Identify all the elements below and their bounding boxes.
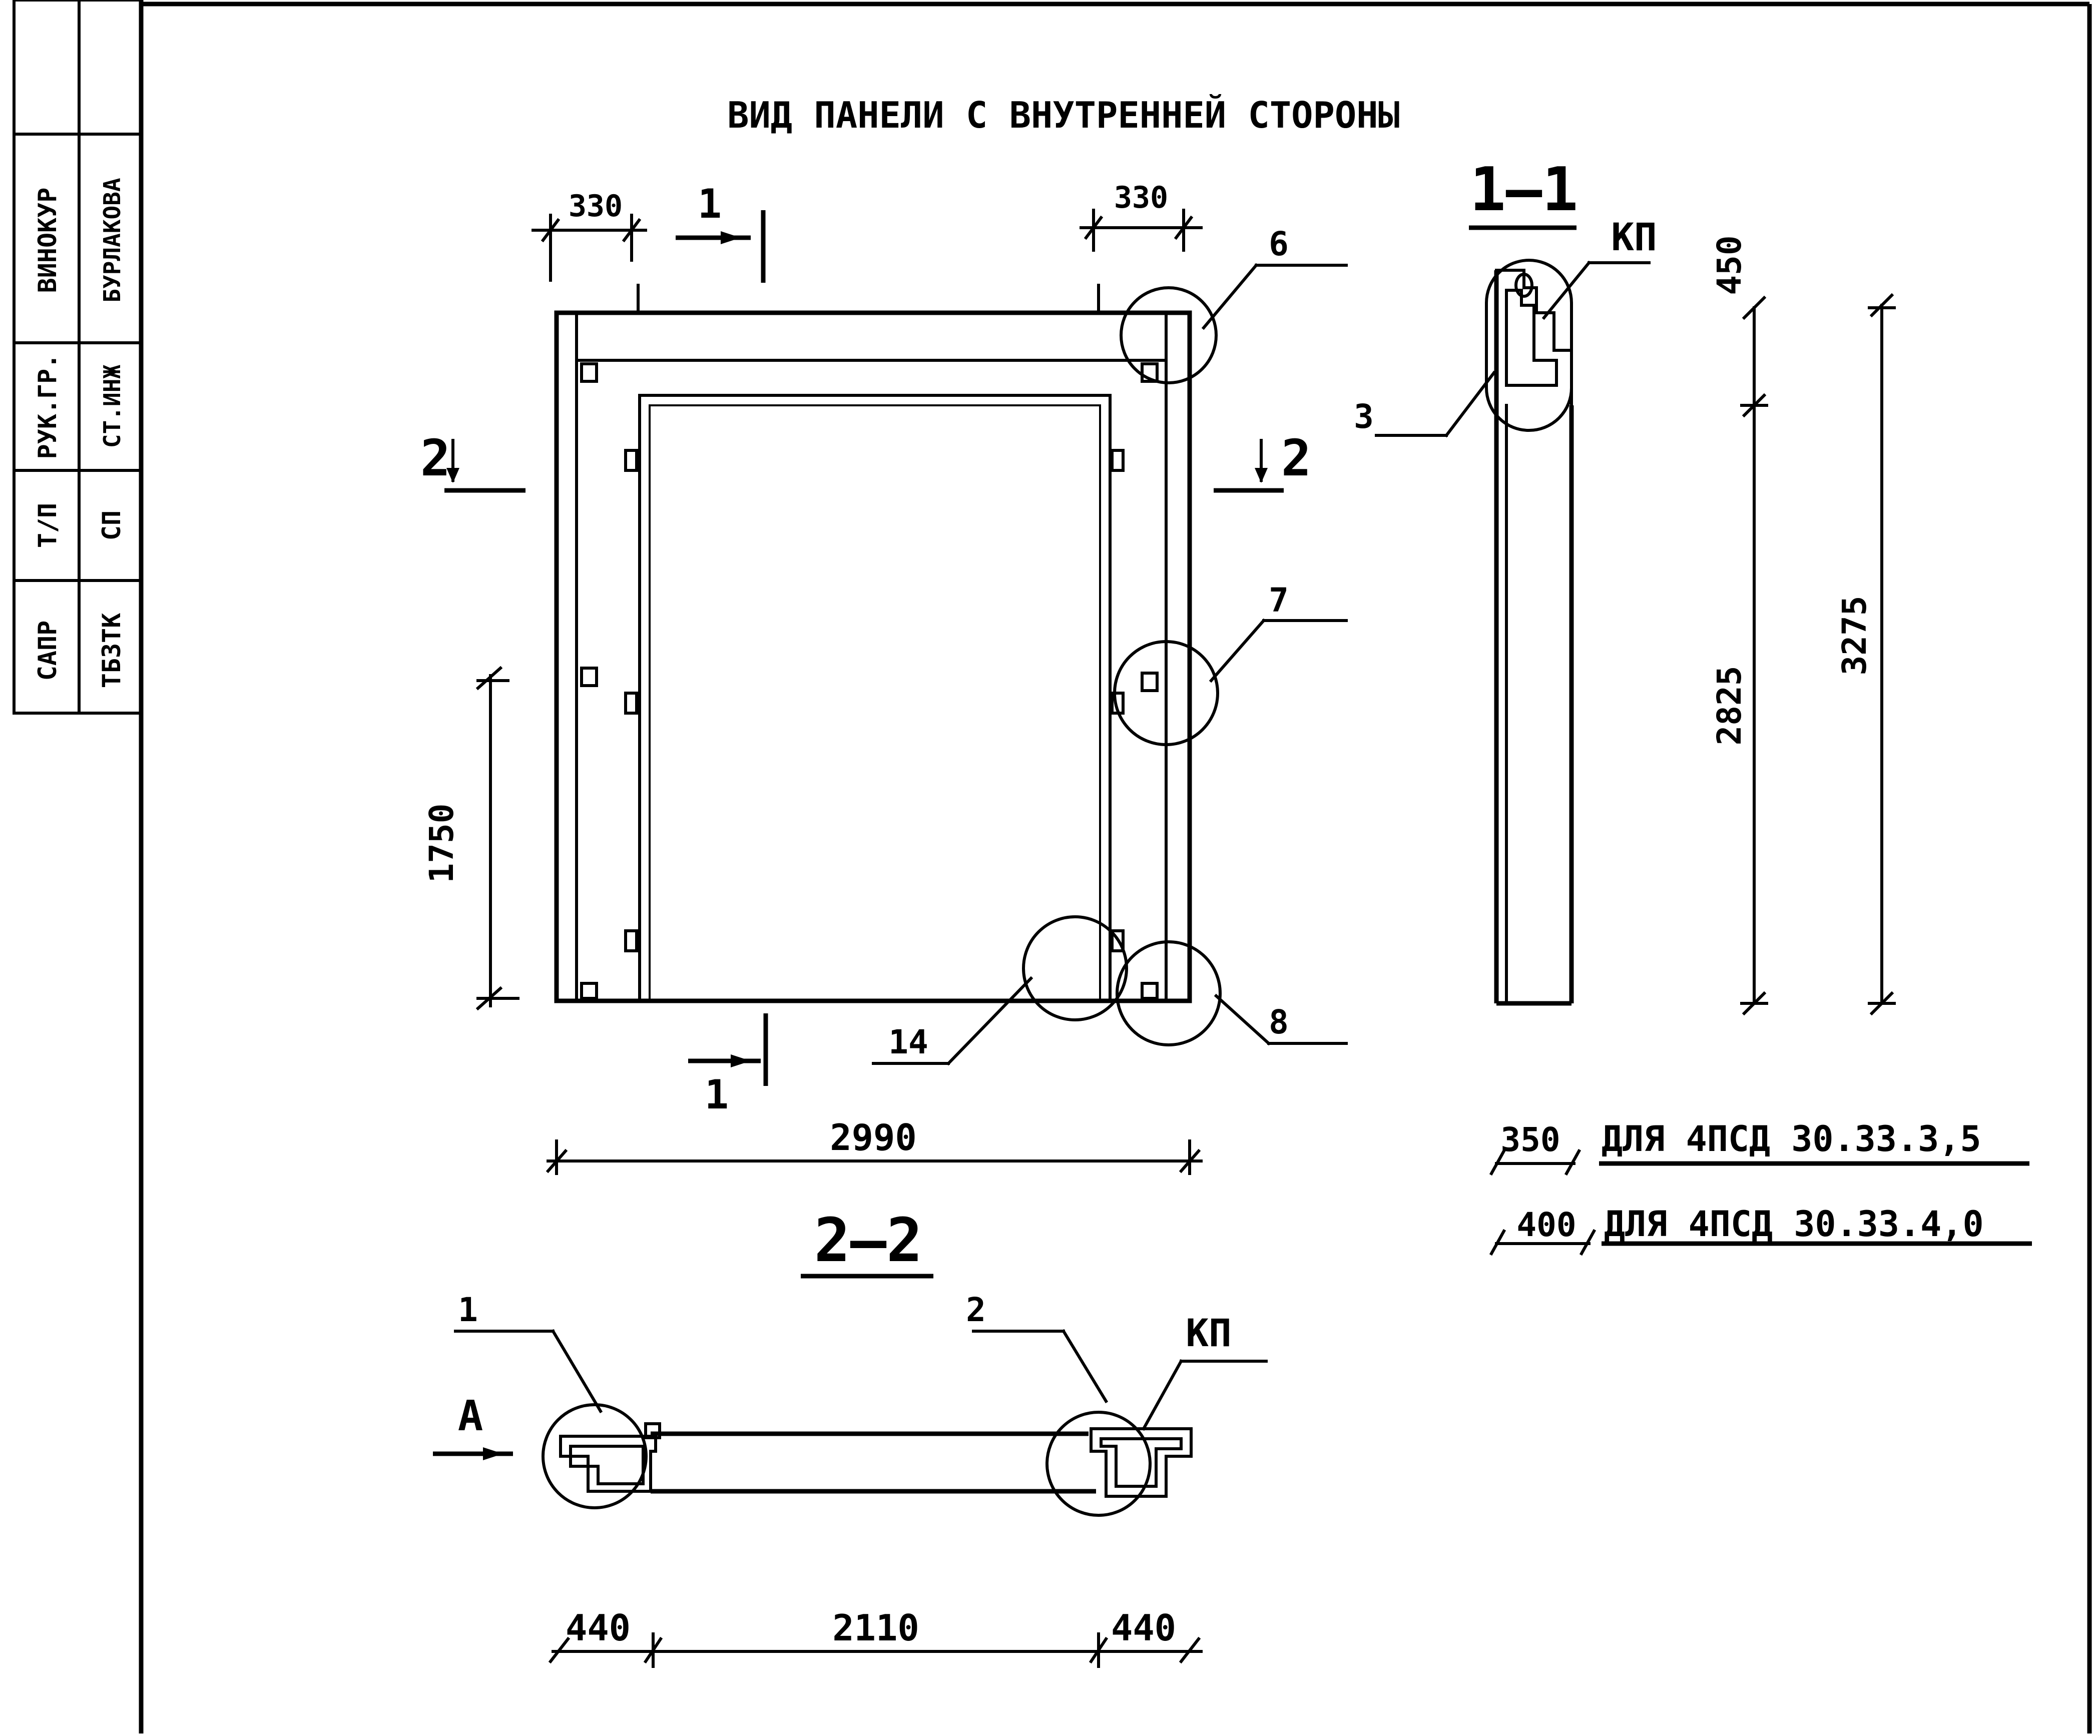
dim-1750: 1750 — [422, 666, 519, 1011]
section-1-1: 1–1 КП 3 450 2825 3275 — [1354, 155, 1896, 1016]
callout-6: 6 — [1201, 225, 1348, 330]
panel-elevation — [554, 284, 1222, 1046]
notes: 350 ДЛЯ 4ПСД 30.33.3,5 400 ДЛЯ 4ПСД 30.3… — [1489, 1118, 2032, 1256]
section-2-2-label-1: 1 — [458, 1291, 478, 1329]
dim-2990-label: 2990 — [830, 1116, 916, 1159]
section-mark-1-top-label: 1 — [698, 181, 722, 227]
section-2-2-title: 2–2 — [814, 1206, 923, 1276]
callout-6-label: 6 — [1269, 225, 1289, 263]
stamp-left-4: САПР — [33, 621, 62, 681]
note-2-text: ДЛЯ 4ПСД 30.33.4,0 — [1604, 1204, 1984, 1245]
note-1-text: ДЛЯ 4ПСД 30.33.3,5 — [1602, 1118, 1981, 1160]
dim-1750-label: 1750 — [422, 804, 461, 883]
section-mark-1-bottom-label: 1 — [705, 1071, 729, 1118]
title-block: ВИНОКУР РУК.ГР. Т/П САПР БУРЛАКОВА СТ.ИН… — [13, 0, 143, 715]
section-2-2-label-2: 2 — [966, 1291, 986, 1329]
section-1-1-title: 1–1 — [1470, 155, 1579, 225]
section-mark-2-left-label: 2 — [420, 429, 450, 487]
stamp-left-3: Т/П — [33, 503, 62, 548]
stamp-right-2: СТ.ИНЖ — [99, 365, 126, 448]
section-2-2-detail-circle-right — [1045, 1411, 1152, 1517]
stamp-right-3: СП — [97, 510, 126, 540]
callout-8: 8 — [1214, 993, 1348, 1046]
note-1-dim: 350 — [1500, 1120, 1560, 1159]
callout-7: 7 — [1209, 581, 1348, 683]
dim-450-label: 450 — [1710, 235, 1749, 295]
dim-330-left: 330 — [532, 189, 647, 282]
section-1-1-detail-outline — [1485, 259, 1573, 432]
section-mark-1-bottom: 1 — [688, 1013, 768, 1118]
drawing-title: ВИД ПАНЕЛИ С ВНУТРЕННЕЙ СТОРОНЫ — [727, 94, 1400, 136]
dim-2990: 2990 — [546, 1116, 1203, 1175]
dim-2825-label: 2825 — [1710, 666, 1749, 746]
dim-440-right-label: 440 — [1111, 1607, 1176, 1649]
dim-440-left-label: 440 — [566, 1607, 631, 1649]
section-2-2: 2–2 1 2 КП А 4 — [433, 1206, 1268, 1668]
callout-7-label: 7 — [1269, 581, 1289, 620]
section-2-2-label-kp: КП — [1186, 1311, 1232, 1355]
stamp-right-4: ТБЗТК — [97, 613, 126, 689]
stamp-left-1: ВИНОКУР — [33, 188, 62, 293]
section-1-1-label-kp: КП — [1611, 215, 1657, 259]
section-mark-2-right: 2 — [1214, 429, 1311, 493]
section-mark-2-right-label: 2 — [1281, 429, 1311, 487]
section-1-1-label-3: 3 — [1354, 397, 1374, 436]
dim-330-right-label: 330 — [1114, 180, 1168, 215]
dim-2110-label: 2110 — [832, 1607, 919, 1649]
callout-14: 14 — [872, 976, 1033, 1066]
callout-14-label: 14 — [888, 1023, 928, 1061]
note-2-dim: 400 — [1516, 1206, 1576, 1244]
stamp-left-2: РУК.ГР. — [33, 354, 62, 459]
dim-330-right: 330 — [1080, 180, 1203, 252]
dim-3275-label: 3275 — [1835, 596, 1874, 676]
section-2-2-label-a: А — [458, 1391, 483, 1440]
section-mark-2-left: 2 — [420, 429, 526, 493]
callout-8-label: 8 — [1269, 1003, 1289, 1041]
stamp-right-1: БУРЛАКОВА — [99, 178, 126, 302]
section-2-2-detail-circle-left — [542, 1403, 648, 1509]
dim-330-left-label: 330 — [569, 189, 623, 224]
section-mark-1-top: 1 — [676, 181, 766, 283]
